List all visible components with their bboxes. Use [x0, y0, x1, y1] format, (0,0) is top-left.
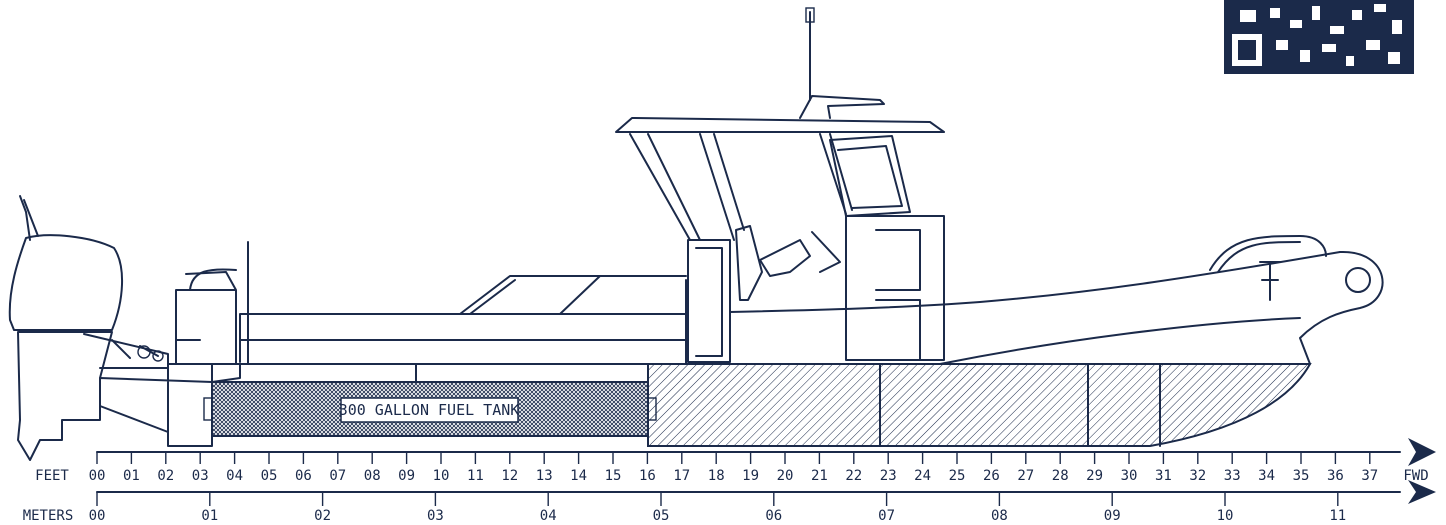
aft-hull — [99, 363, 649, 447]
feet-tick-label: 03 — [192, 468, 209, 484]
aft-seat — [175, 271, 237, 365]
feet-tick-label: 08 — [364, 468, 381, 484]
hull-chine — [939, 317, 1301, 365]
meter-ticks: 00 01 02 03 04 05 06 07 08 09 10 11 — [89, 492, 1346, 524]
feet-tick-label: 32 — [1189, 468, 1206, 484]
bow-eye — [1345, 267, 1371, 293]
seat-back — [687, 239, 731, 363]
meters-tick-label: 05 — [653, 508, 670, 524]
feet-tick-label: 29 — [1086, 468, 1103, 484]
feet-tick-label: 12 — [501, 468, 518, 484]
feet-tick-label: 33 — [1224, 468, 1241, 484]
tank-fitting — [203, 397, 213, 421]
feet-tick-label: 34 — [1258, 468, 1275, 484]
feet-tick-label: 21 — [811, 468, 828, 484]
feet-ticks: 00 01 02 03 04 05 06 07 08 09 10 11 12 13 14 15 16 17 18 19… — [89, 452, 1378, 484]
trim-fitting — [137, 345, 151, 359]
t-top-frame — [629, 133, 853, 241]
meters-tick-label: 10 — [1217, 508, 1234, 524]
feet-tick-label: 18 — [708, 468, 725, 484]
feet-tick-label: 06 — [295, 468, 312, 484]
meters-tick-label: 08 — [991, 508, 1008, 524]
meters-tick-label: 00 — [89, 508, 106, 524]
feet-tick-label: 13 — [536, 468, 553, 484]
sheer-line — [729, 251, 1341, 313]
bow-rail-post — [1259, 261, 1281, 301]
feet-tick-label: 25 — [949, 468, 966, 484]
qr-code-icon — [1224, 0, 1414, 74]
antenna-tip — [805, 7, 815, 23]
meters-tick-label: 09 — [1104, 508, 1121, 524]
feet-tick-label: 35 — [1293, 468, 1310, 484]
meters-tick-label: 01 — [201, 508, 218, 524]
t-top-canopy — [615, 117, 945, 133]
meters-tick-label: 02 — [314, 508, 331, 524]
bow-rail — [1209, 235, 1327, 273]
windshield — [829, 135, 911, 217]
feet-tick-label: 17 — [673, 468, 690, 484]
feet-tick-label: 09 — [398, 468, 415, 484]
fwd-label: FWD — [1403, 468, 1428, 484]
aft-rail-short — [189, 268, 237, 291]
outboard-midsection — [17, 331, 113, 461]
meters-arrow-icon — [1408, 480, 1436, 504]
gunwale — [239, 279, 687, 365]
fuel-tank-label: 300 GALLON FUEL TANK — [339, 401, 520, 419]
feet-tick-label: 07 — [329, 468, 346, 484]
feet-tick-label: 20 — [777, 468, 794, 484]
feet-tick-label: 16 — [639, 468, 656, 484]
tank-fitting — [647, 397, 657, 421]
leaning-post — [735, 225, 763, 301]
outboard-tiller — [19, 195, 39, 241]
feet-tick-label: 19 — [742, 468, 759, 484]
feet-tick-label: 37 — [1361, 468, 1378, 484]
feet-tick-label: 01 — [123, 468, 140, 484]
meters-label: METERS — [23, 508, 74, 524]
meters-tick-label: 04 — [540, 508, 557, 524]
feet-tick-label: 24 — [914, 468, 931, 484]
feet-tick-label: 15 — [605, 468, 622, 484]
feet-tick-label: 11 — [467, 468, 484, 484]
meters-tick-label: 11 — [1329, 508, 1346, 524]
feet-tick-label: 14 — [570, 468, 587, 484]
feet-tick-label: 00 — [89, 468, 106, 484]
outboard-cowling — [8, 234, 123, 331]
feet-tick-label: 27 — [1017, 468, 1034, 484]
feet-tick-label: 36 — [1327, 468, 1344, 484]
meters-tick-label: 03 — [427, 508, 444, 524]
feet-tick-label: 31 — [1155, 468, 1172, 484]
bow — [1299, 250, 1384, 365]
radar-arch — [799, 95, 885, 119]
fuel-tank-label-box — [340, 397, 519, 423]
feet-tick-label: 28 — [1052, 468, 1069, 484]
feet-tick-label: 23 — [880, 468, 897, 484]
meters-tick-label: 07 — [878, 508, 895, 524]
helm-console — [845, 215, 945, 361]
feet-tick-label: 10 — [433, 468, 450, 484]
jack-plate — [83, 333, 169, 369]
feet-tick-label: 02 — [157, 468, 174, 484]
transom — [167, 363, 241, 383]
feet-tick-label: 22 — [845, 468, 862, 484]
feet-label: FEET — [35, 468, 69, 484]
feet-tick-label: 26 — [983, 468, 1000, 484]
feet-tick-label: 05 — [261, 468, 278, 484]
feet-tick-label: 30 — [1121, 468, 1138, 484]
helm-seat — [759, 231, 841, 277]
fwd-arrow-icon — [1408, 438, 1436, 466]
meters-tick-label: 06 — [765, 508, 782, 524]
trim-fitting — [152, 350, 164, 362]
feet-tick-label: 04 — [226, 468, 243, 484]
hull-underbody — [647, 363, 1312, 447]
aft-rail — [459, 275, 687, 315]
